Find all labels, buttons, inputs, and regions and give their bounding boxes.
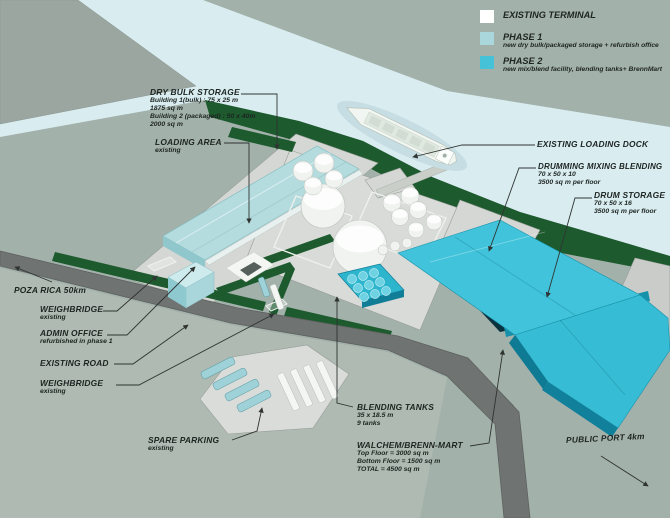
legend-swatch-phase1 xyxy=(480,32,494,45)
leader-existing-road xyxy=(114,324,189,365)
water xyxy=(0,0,670,256)
admin-office-building xyxy=(167,261,215,309)
truck xyxy=(303,364,326,403)
tanker-truck xyxy=(236,389,272,413)
tanker-truck xyxy=(212,367,248,391)
leader-spare-parking xyxy=(231,407,264,441)
cargo-ship-icon xyxy=(336,100,468,171)
legend-swatch-existing xyxy=(480,10,494,23)
leader-drumming xyxy=(488,167,536,252)
legend-swatch-phase2 xyxy=(480,56,494,69)
leader-lines xyxy=(14,93,649,487)
legend-label: EXISTING TERMINAL xyxy=(503,10,596,20)
storage-tanks xyxy=(292,152,443,275)
legend-sublabel: new dry bulk/packaged storage + refurbis… xyxy=(503,42,659,49)
weighbridge-marking xyxy=(147,256,177,272)
leader-admin-office xyxy=(107,266,196,336)
parked-trucks xyxy=(200,276,339,413)
phase2-buildings xyxy=(397,219,670,437)
loading-bay-canopy xyxy=(225,251,275,283)
access-road xyxy=(0,250,531,518)
truck xyxy=(277,372,300,411)
truck xyxy=(290,368,313,407)
legend-item-phase-2: PHASE 2 new mix/blend facility, blending… xyxy=(480,56,662,74)
leader-dry-bulk xyxy=(241,93,280,150)
leader-loading-area xyxy=(224,142,252,224)
tanker-truck xyxy=(200,356,236,380)
leader-drum-storage xyxy=(545,197,592,298)
legend-item-phase-1: PHASE 1 new dry bulk/packaged storage + … xyxy=(480,32,659,50)
tanker-truck xyxy=(224,378,260,402)
legend-sublabel: new mix/blend facility, blending tanks+ … xyxy=(503,66,662,73)
truck xyxy=(316,360,339,399)
legend-label: PHASE 1 xyxy=(503,32,543,42)
legend-label: PHASE 2 xyxy=(503,56,543,66)
tanker-truck xyxy=(258,276,270,298)
blending-tank-pad xyxy=(337,263,405,308)
leader-weighbridge-1 xyxy=(103,275,158,312)
public-port-arrow xyxy=(600,455,649,487)
poza-rica-arrow xyxy=(14,266,53,283)
leader-loading-dock xyxy=(412,144,535,159)
leader-blending-tanks xyxy=(334,296,354,408)
legend-item-existing-terminal: EXISTING TERMINAL xyxy=(480,10,596,23)
leader-walchem xyxy=(469,349,505,447)
truck xyxy=(270,284,284,310)
leader-weighbridge-2 xyxy=(116,313,275,386)
land-northwest xyxy=(0,0,197,125)
